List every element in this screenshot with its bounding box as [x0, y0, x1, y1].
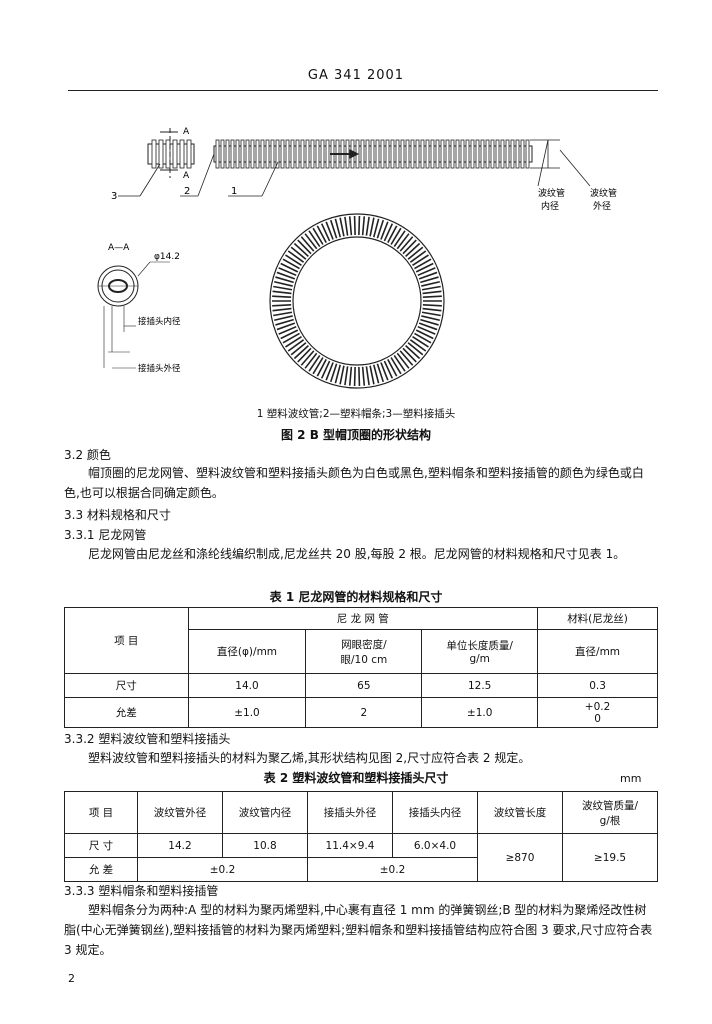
t1-h-group2: 材料(尼龙丝) — [537, 607, 658, 630]
table-row: 尺 寸 14.2 10.8 11.4×9.4 6.0×4.0 ≥870 ≥19.… — [64, 833, 658, 882]
tube-outer-label-2: 外径 — [593, 200, 611, 212]
plug-outer-label: 接插头外径 — [138, 363, 181, 374]
t1-h-wire: 直径/mm — [537, 629, 658, 674]
table-row: 尺寸 14.0 65 12.5 0.3 — [64, 673, 658, 698]
tube-inner-label-1: 波纹管 — [538, 187, 565, 199]
t2-h-mass: 波纹管质量/g/根 — [562, 791, 658, 834]
running-header: GA 341 2001 — [307, 68, 405, 83]
plug-part — [147, 139, 195, 169]
cross-section — [97, 261, 170, 369]
header-rule — [68, 90, 658, 91]
para-3-3-1: 尼龙网管由尼龙丝和涤纶线编织制成,尼龙丝共 20 股,每股 2 根。尼龙网管的材… — [88, 547, 626, 561]
table-2-unit: mm — [620, 772, 642, 785]
tube-outer-label-1: 波纹管 — [590, 187, 617, 199]
heading-3-3-1: 3.3.1 尼龙网管 — [64, 528, 147, 542]
corrugated-tube — [213, 139, 533, 169]
page-number: 2 — [68, 972, 75, 985]
para-3-3-3: 塑料帽条分为两种:A 型的材料为聚丙烯塑料,中心裹有直径 1 mm 的弹簧钢丝;… — [64, 903, 653, 957]
plug-inner-label: 接插头内径 — [138, 316, 181, 327]
table-2: 项 目 波纹管外径 波纹管内径 接插头外径 接插头内径 波纹管长度 波纹管质量/… — [64, 791, 658, 882]
table-1-caption: 表 1 尼龙网管的材料规格和尺寸 — [269, 590, 443, 604]
t1-h-density: 网眼密度/眼/10 cm — [305, 629, 423, 674]
heading-3-3-3: 3.3.3 塑料帽条和塑料接插管 — [64, 884, 219, 898]
table-row: 允 差 ±0.2 ±0.2 — [64, 857, 658, 882]
section-view-label: A—A — [108, 243, 130, 253]
figure-legend: 1 塑料波纹管;2—塑料帽条;3—塑料接插头 — [256, 408, 456, 420]
heading-3-3-2: 3.3.2 塑料波纹管和塑料接插头 — [64, 732, 231, 746]
heading-3-3: 3.3 材料规格和尺寸 — [64, 508, 171, 522]
table-2-caption: 表 2 塑料波纹管和塑料接插头尺寸 — [263, 771, 449, 785]
crown-ring — [269, 213, 445, 389]
t1-h-dia: 直径(φ)/mm — [187, 629, 307, 674]
phi-label: φ14.2 — [154, 252, 180, 262]
t1-h-group: 尼 龙 网 管 — [187, 607, 539, 630]
section-label-bottom: A — [183, 171, 190, 181]
tube-inner-label-2: 内径 — [541, 200, 559, 212]
figure-caption: 图 2 B 型帽顶圈的形状结构 — [280, 428, 432, 442]
t1-h-item: 项 目 — [64, 607, 189, 674]
figure-2-drawing: A A 波纹管 内径 波纹管 外径 3 2 1 A—A — [97, 127, 617, 389]
para-3-3-2: 塑料波纹管和塑料接插头的材料为聚乙烯,其形状结构见图 2,尺寸应符合表 2 规定… — [88, 751, 531, 765]
t1-h-mass: 单位长度质量/g/m — [421, 629, 539, 674]
para-3-2: 帽顶圈的尼龙网管、塑料波纹管和塑料接插头颜色为白色或黑色,塑料帽条和塑料接插管的… — [64, 466, 644, 500]
section-label-top: A — [183, 127, 190, 137]
part-number-2: 2 — [184, 186, 190, 197]
part-number-3: 3 — [111, 191, 117, 202]
heading-3-2: 3.2 颜色 — [64, 448, 111, 462]
table-1: 项 目 尼 龙 网 管 材料(尼龙丝) 直径(φ)/mm 网眼密度/眼/10 c… — [64, 607, 658, 728]
part-number-1: 1 — [231, 186, 237, 197]
